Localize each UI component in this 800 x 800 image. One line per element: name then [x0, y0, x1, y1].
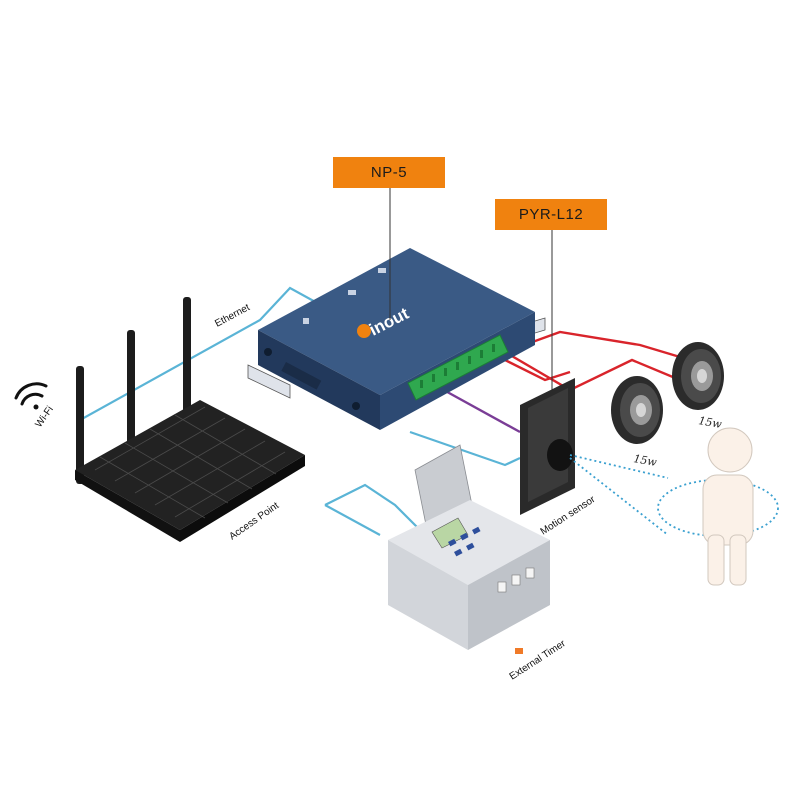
port-icon: [264, 348, 272, 356]
motion-sensor: [520, 378, 575, 515]
access-point-router: [75, 297, 305, 542]
speaker-power-label: 15w: [632, 452, 658, 469]
speaker: [672, 342, 724, 410]
router-antenna: [76, 366, 84, 484]
port-icon: [281, 361, 322, 390]
port-icon: [352, 402, 360, 410]
external-timer-label: External Timer: [508, 638, 569, 683]
speaker-power-label: 15w: [697, 414, 723, 431]
np5-controller: inout: [247, 248, 546, 430]
port-icon: [348, 290, 356, 295]
brand-logo-icon: [357, 324, 371, 338]
pyr-l12-tag: PYR-L12: [495, 199, 607, 230]
router-antenna: [127, 330, 135, 448]
router-antenna: [183, 297, 191, 415]
speaker: [611, 376, 663, 444]
timer-cable: [324, 430, 521, 536]
person-figure: [702, 427, 754, 586]
external-timer: [388, 444, 550, 654]
ethernet-label: Ethernet: [213, 302, 252, 330]
port-icon: [378, 268, 386, 273]
wifi-icon: [14, 382, 48, 410]
np5-tag: NP-5: [333, 157, 445, 188]
port-icon: [303, 318, 309, 324]
sensor-cable: [439, 386, 521, 434]
np5-tag-text: NP-5: [370, 164, 408, 181]
pyr-l12-tag-text: PYR-L12: [518, 206, 584, 223]
